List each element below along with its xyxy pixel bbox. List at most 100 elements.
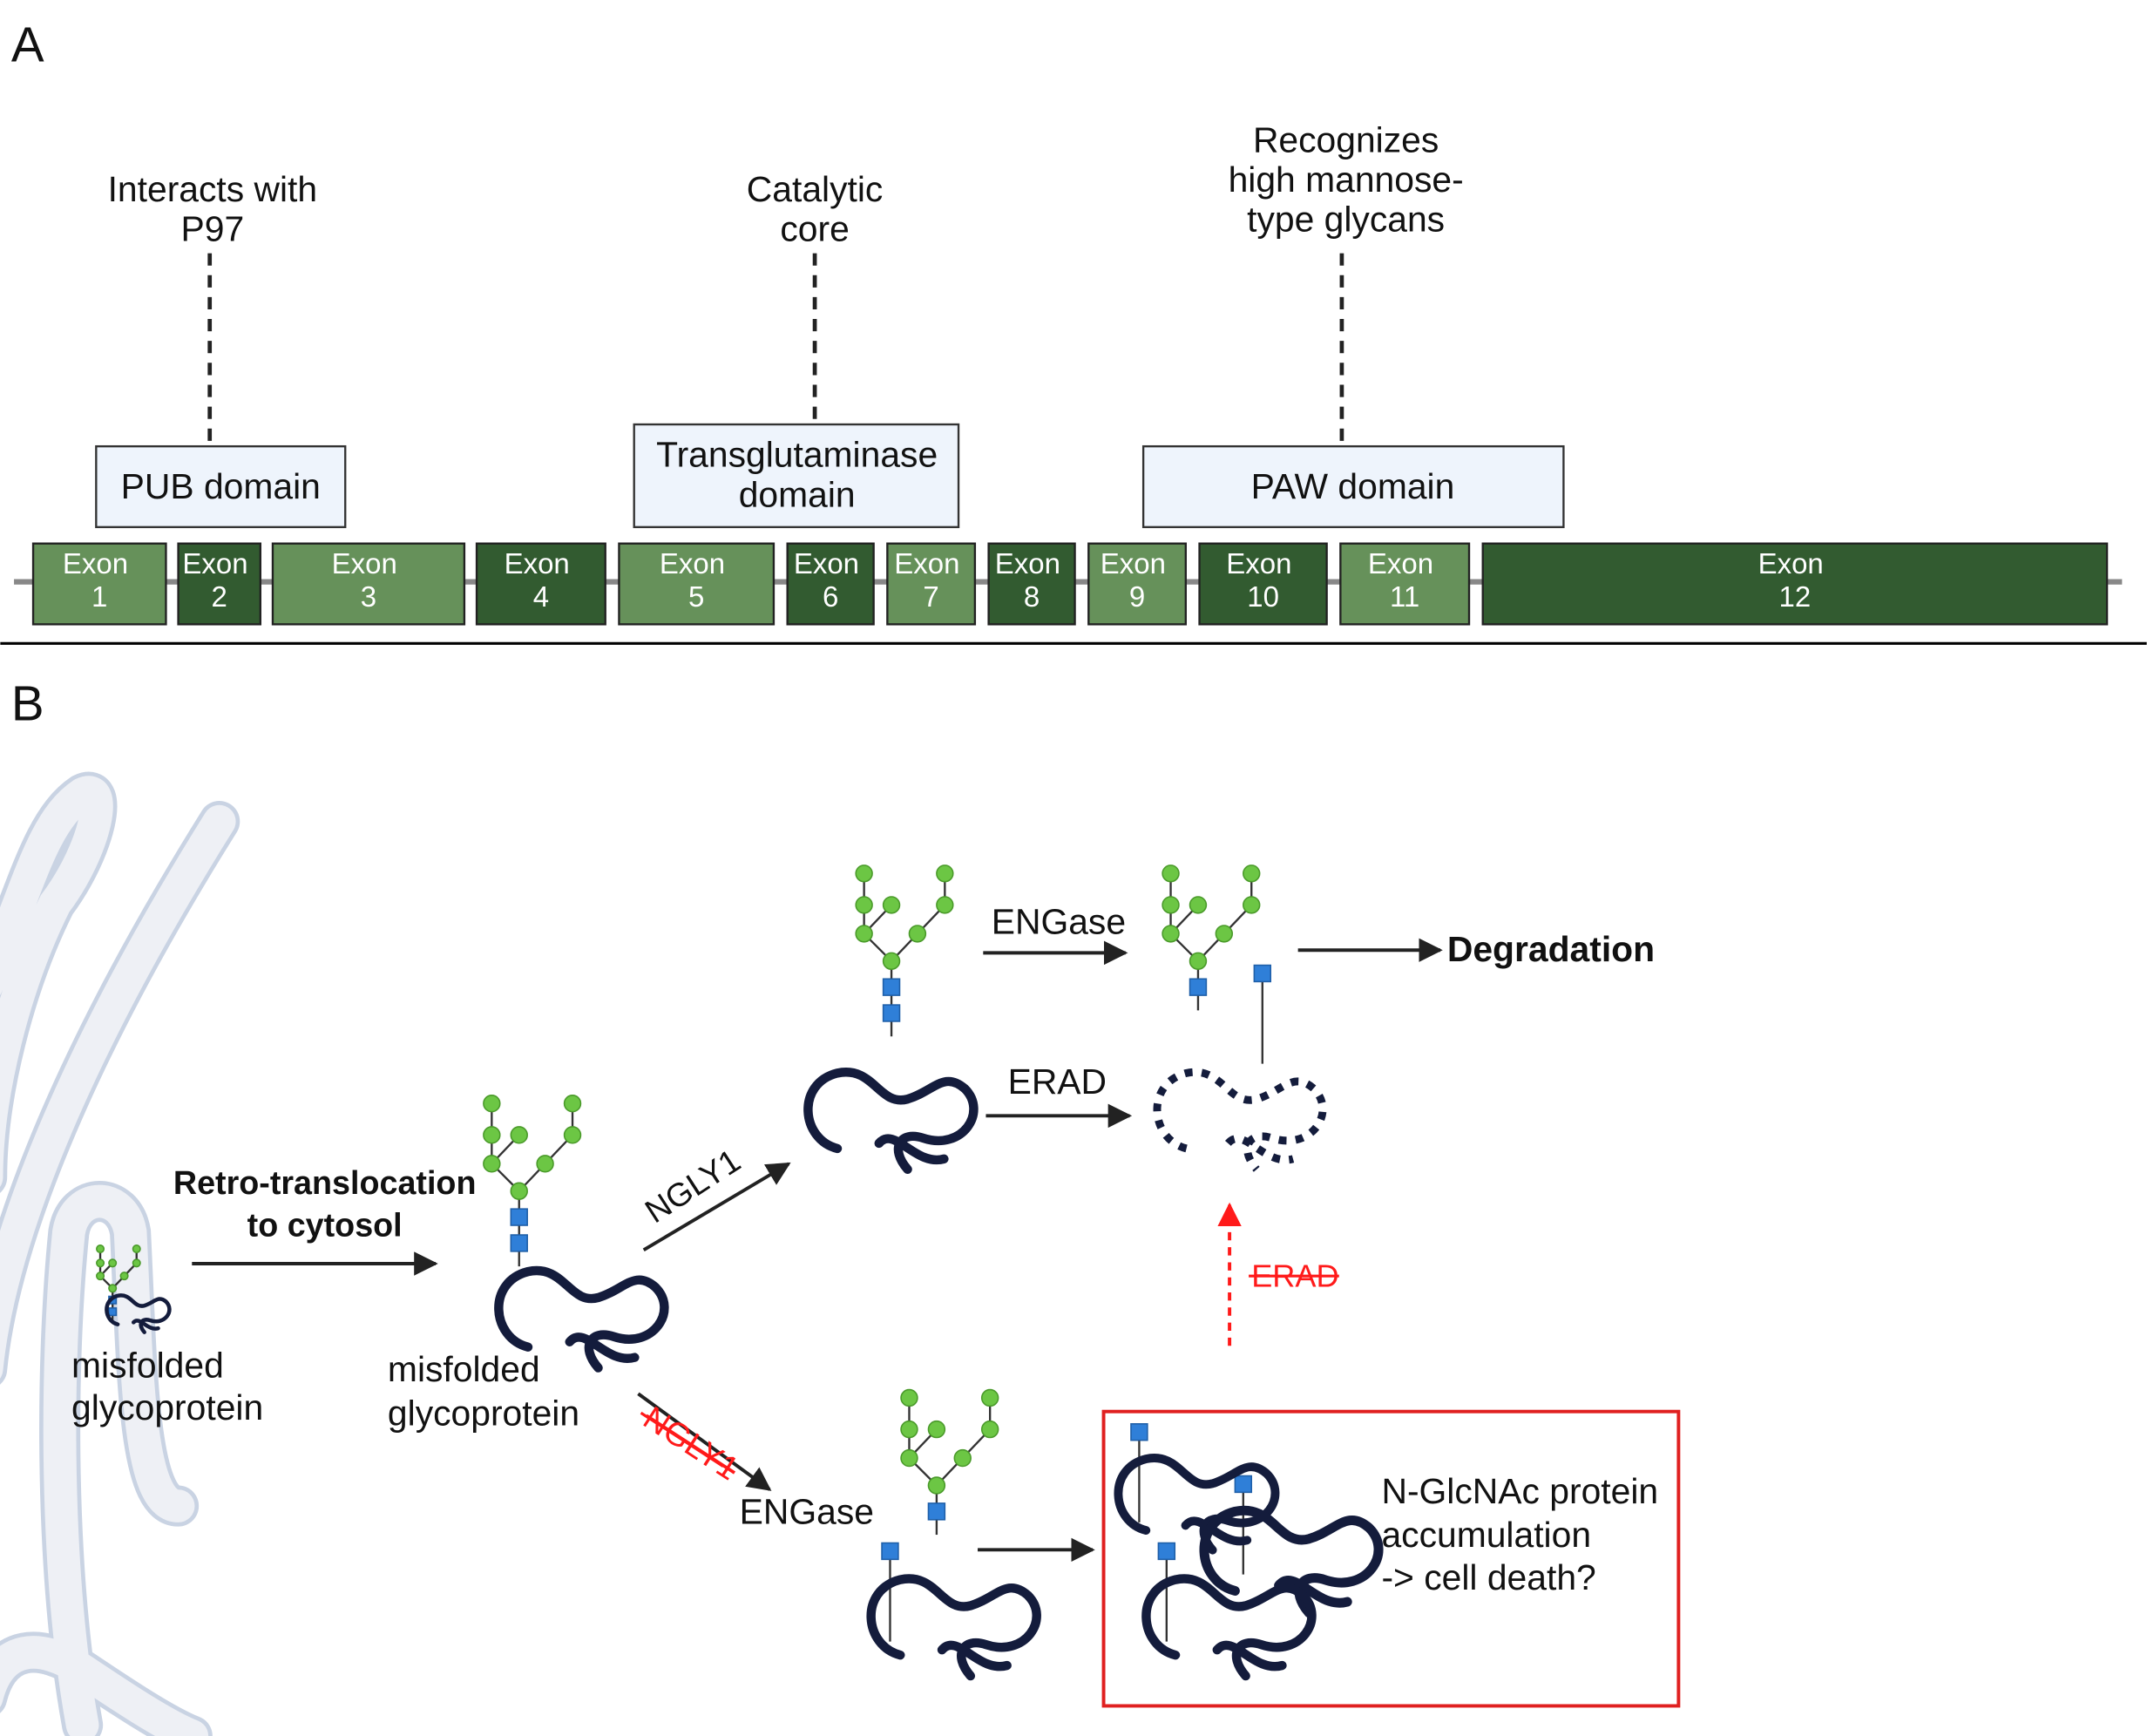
mannose-circle xyxy=(132,1244,141,1254)
dashed-connectors xyxy=(207,253,1344,444)
ngly1-label: NGLY1 xyxy=(639,1142,747,1230)
engase-top-label: ENGase xyxy=(992,901,1126,941)
mannose-circle xyxy=(908,925,927,943)
mannose-circle xyxy=(536,1155,554,1173)
svg-text:P97: P97 xyxy=(181,208,245,248)
exon-word: Exon xyxy=(894,547,959,580)
domain-paw: PAW domain xyxy=(1141,444,1565,529)
domain-pub: PUB domain xyxy=(95,444,347,529)
svg-text:accumulation: accumulation xyxy=(1381,1515,1591,1555)
mannose-circle xyxy=(96,1271,105,1281)
glcnac-square xyxy=(1189,978,1208,996)
outcome-label: N-GlcNAc protein accumulation -> cell de… xyxy=(1381,1471,1658,1597)
svg-text:glycoprotein: glycoprotein xyxy=(71,1387,263,1427)
degradation-label: Degradation xyxy=(1447,929,1655,969)
ngly1-absent-label: NGLY1 xyxy=(637,1399,745,1487)
mannose-circle xyxy=(563,1094,582,1113)
mannose-circle xyxy=(510,1126,528,1144)
mannose-circle xyxy=(1243,865,1261,883)
mannose-circle xyxy=(1162,865,1180,883)
glcnac-square xyxy=(882,1004,901,1022)
mannose-circle xyxy=(96,1258,105,1268)
outcome-box xyxy=(1101,1409,1681,1708)
mannose-circle xyxy=(119,1271,129,1281)
misfolded-er-label: misfolded glycoprotein xyxy=(71,1345,263,1427)
mannose-circle xyxy=(1189,896,1208,914)
exon-word: Exon xyxy=(1226,547,1291,580)
svg-text:misfolded: misfolded xyxy=(71,1345,224,1385)
ngly1-strike xyxy=(640,1411,724,1468)
exon-word: Exon xyxy=(995,547,1060,580)
mannose-circle xyxy=(927,1420,946,1439)
annotation-tg: Catalytic core xyxy=(747,169,884,249)
endoplasmic-reticulum xyxy=(0,771,240,1736)
mannose-circle xyxy=(855,896,873,914)
mannose-circle xyxy=(936,865,954,883)
mannose-circle xyxy=(510,1182,528,1200)
glycan xyxy=(1157,1542,1176,1642)
glcnac-square xyxy=(927,1502,946,1521)
glycan xyxy=(1253,964,1272,1064)
mannose-circle xyxy=(1162,896,1180,914)
exon-number: 9 xyxy=(1129,580,1145,613)
glycan xyxy=(1162,865,1261,1011)
glycan xyxy=(900,1388,999,1536)
exon-word: Exon xyxy=(794,547,859,580)
mannose-circle xyxy=(882,896,901,914)
panel-a-letter: A xyxy=(11,17,44,72)
mannose-circle xyxy=(953,1448,972,1468)
exon-word: Exon xyxy=(1368,547,1433,580)
svg-text:to cytosol: to cytosol xyxy=(247,1207,403,1244)
glycan xyxy=(855,865,954,1037)
exon-number: 5 xyxy=(688,580,704,613)
misfolded-cytosol-label: misfolded glycoprotein xyxy=(388,1349,579,1433)
mannose-circle xyxy=(855,865,873,883)
exon-number: 12 xyxy=(1779,580,1812,613)
mannose-circle xyxy=(936,896,954,914)
mannose-circle xyxy=(1189,952,1208,971)
mannose-circle xyxy=(483,1126,501,1144)
proteins xyxy=(106,1072,1378,1676)
mannose-circle xyxy=(900,1448,918,1468)
mannose-circle xyxy=(1162,925,1180,943)
mannose-circle xyxy=(483,1155,501,1173)
arrows xyxy=(192,938,1443,1563)
exon-number: 4 xyxy=(533,580,549,613)
glcnac-square xyxy=(882,978,901,996)
exon-word: Exon xyxy=(660,547,725,580)
glcnac-square xyxy=(510,1234,528,1252)
mannose-circle xyxy=(132,1258,141,1268)
glcnac-square xyxy=(108,1307,118,1317)
svg-text:PAW domain: PAW domain xyxy=(1251,466,1455,506)
exon-number: 3 xyxy=(361,580,376,613)
mannose-circle xyxy=(563,1126,582,1144)
exon-track: Exon1Exon2Exon3Exon4Exon5Exon6Exon7Exon8… xyxy=(31,542,2109,626)
exon-number: 2 xyxy=(212,580,227,613)
svg-text:-> cell death?: -> cell death? xyxy=(1381,1557,1595,1597)
mannose-circle xyxy=(108,1258,118,1268)
glycan xyxy=(1130,1423,1148,1522)
glycans xyxy=(96,865,1272,1642)
exon-word: Exon xyxy=(63,547,128,580)
glcnac-square xyxy=(1234,1475,1253,1494)
svg-text:Recognizes: Recognizes xyxy=(1253,119,1439,159)
exon-number: 8 xyxy=(1024,580,1040,613)
glycan xyxy=(96,1244,141,1323)
glcnac-square xyxy=(510,1208,528,1226)
exon-number: 1 xyxy=(91,580,107,613)
svg-text:Transglutaminase: Transglutaminase xyxy=(656,435,938,475)
exon-word: Exon xyxy=(332,547,397,580)
annotation-paw: Recognizes high mannose- type glycans xyxy=(1229,119,1464,239)
exon-word: Exon xyxy=(1758,547,1824,580)
glcnac-square xyxy=(881,1542,899,1561)
glcnac-square xyxy=(1253,964,1272,983)
svg-text:core: core xyxy=(780,208,849,248)
